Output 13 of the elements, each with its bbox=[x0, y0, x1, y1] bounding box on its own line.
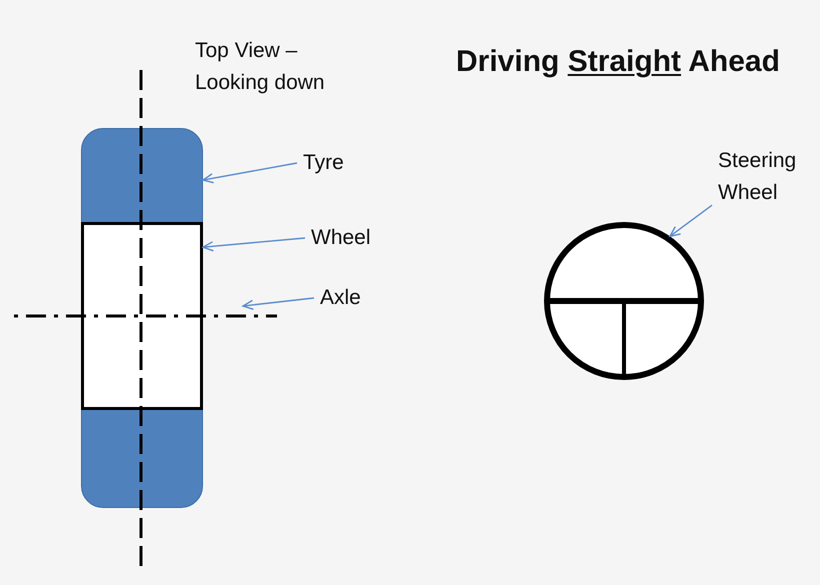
tyre-shape bbox=[81, 128, 203, 508]
part-label: Steering Wheel bbox=[712, 145, 817, 209]
leader-line bbox=[669, 204, 712, 237]
wheel-shape bbox=[81, 222, 203, 410]
leader-line bbox=[202, 237, 306, 252]
view-note: Top View – Looking down bbox=[195, 38, 326, 96]
leader-line bbox=[242, 297, 314, 310]
steering-wheel-drawing bbox=[543, 221, 705, 381]
part-label: Axle bbox=[314, 283, 384, 313]
part-label: Tyre bbox=[297, 148, 367, 178]
part-label: Wheel bbox=[305, 223, 395, 253]
title: Driving Straight Ahead bbox=[456, 44, 780, 80]
leader-line bbox=[202, 162, 298, 184]
